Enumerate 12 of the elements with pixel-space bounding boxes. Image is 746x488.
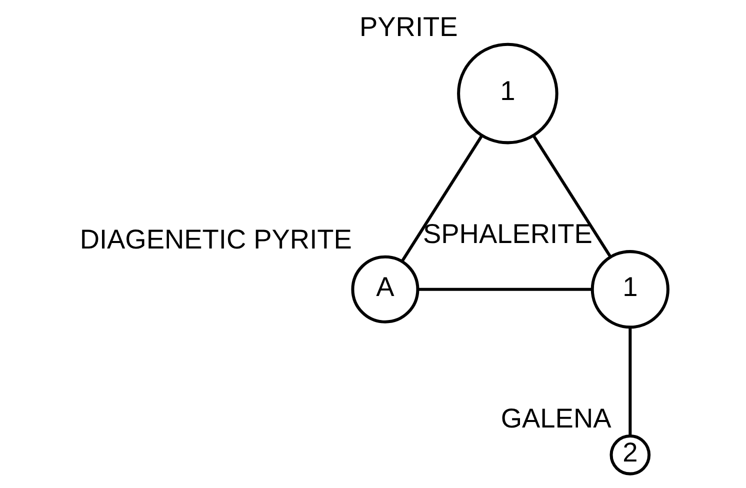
connector [417,288,592,291]
node-circle: 1 [456,42,558,144]
connector [532,134,612,258]
node-circle: 1 [590,250,669,329]
connector [400,134,483,262]
node-label: SPHALERITE [422,218,592,250]
connector [628,327,632,436]
node-circle: 2 [609,434,650,476]
node-label: DIAGENETIC PYRITE [79,223,352,254]
node-label: PYRITE [359,10,458,42]
node-label: GALENA [500,402,611,434]
node-circle: A [350,255,419,324]
